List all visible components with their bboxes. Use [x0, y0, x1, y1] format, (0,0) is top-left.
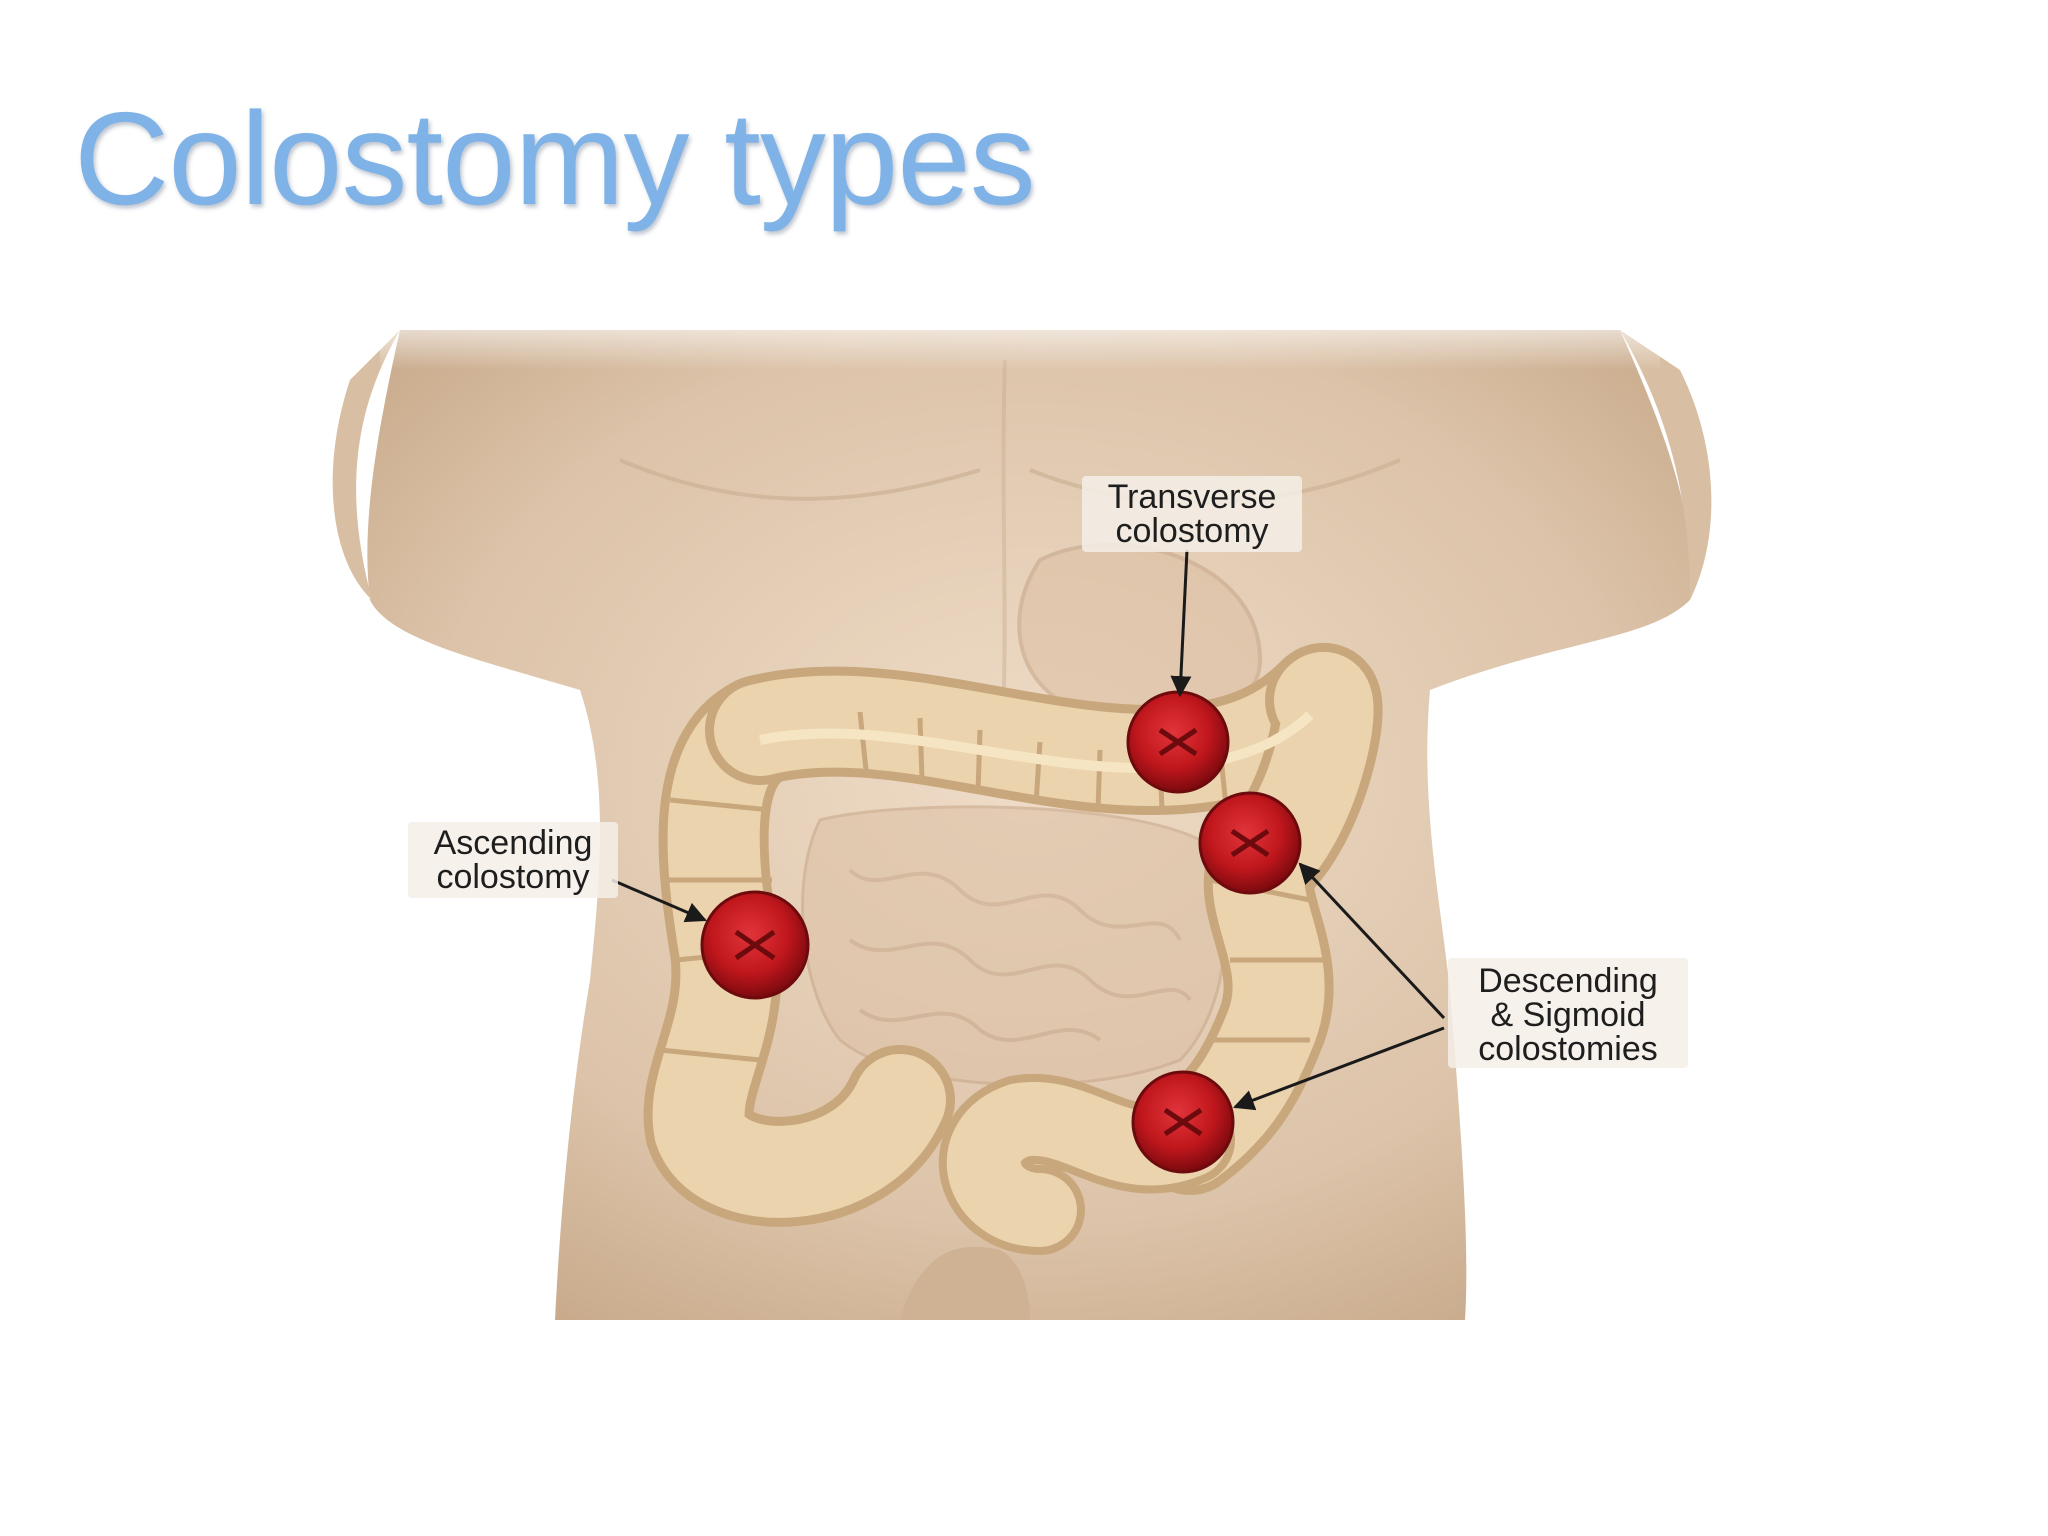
label-transverse: Transverse colostomy	[1082, 476, 1302, 552]
label-ascending-line2: colostomy	[436, 858, 589, 896]
stoma-ascending	[702, 892, 808, 998]
label-transverse-line2: colostomy	[1115, 512, 1268, 550]
label-descending-line2: & Sigmoid	[1491, 996, 1646, 1034]
label-descending-line1: Descending	[1478, 962, 1658, 1000]
label-ascending-line1: Ascending	[434, 824, 593, 862]
label-ascending: Ascending colostomy	[408, 822, 618, 898]
label-transverse-line1: Transverse	[1108, 478, 1277, 516]
stoma-sigmoid	[1133, 1072, 1233, 1172]
label-descending: Descending & Sigmoid colostomies	[1448, 958, 1688, 1068]
stoma-transverse	[1128, 692, 1228, 792]
label-descending-line3: colostomies	[1478, 1030, 1658, 1068]
stoma-descending	[1200, 793, 1300, 893]
